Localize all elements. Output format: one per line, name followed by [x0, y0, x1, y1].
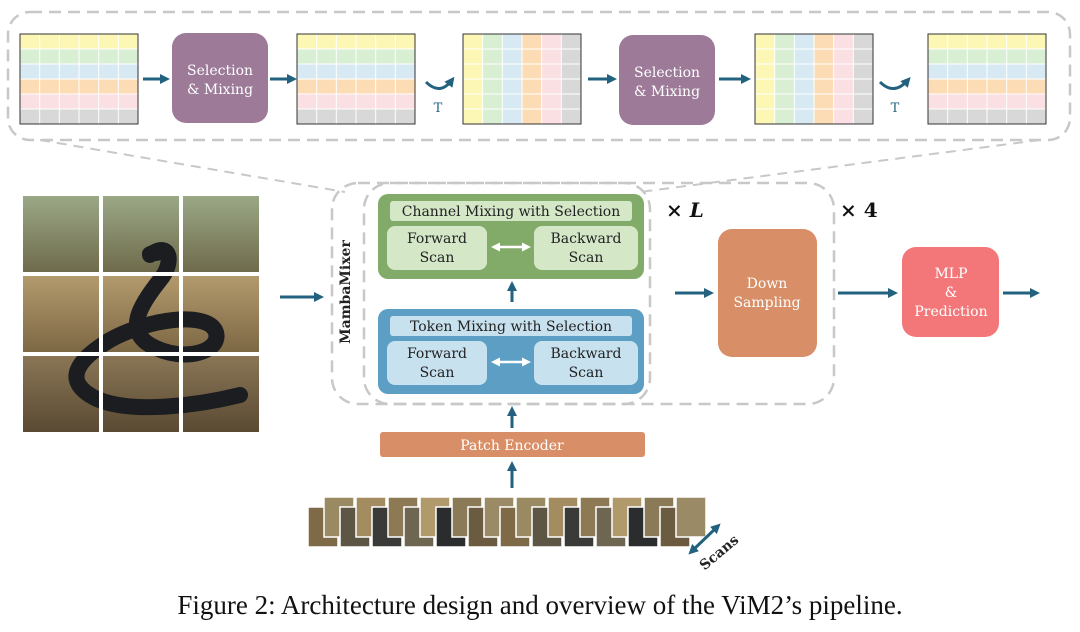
scanned-patch-tile: [675, 496, 707, 538]
transpose-label-2: T: [891, 101, 900, 116]
mlp-prediction-block: [902, 247, 999, 337]
figure-caption: Figure 2: Architecture design and overvi…: [177, 590, 903, 620]
scans-bidirectional-arrow: [688, 523, 721, 555]
patch-gap: [99, 196, 103, 432]
token-matrix-3: [927, 33, 1047, 125]
down-sampling-block: [718, 229, 817, 357]
channel-backward-scan-box: [534, 226, 638, 270]
image-patch: [23, 276, 99, 352]
scanned-patch-tile: [515, 496, 547, 538]
input-image-patches: [23, 196, 259, 432]
patch-gap: [23, 352, 259, 356]
channel-forward-scan-box: [387, 226, 487, 270]
expansion-guide-left: [39, 139, 346, 193]
transpose-label-1: T: [434, 101, 443, 116]
channel-mixing-title-box: [390, 201, 632, 221]
patch-gap: [23, 272, 259, 276]
channel-matrix-2: [754, 33, 874, 125]
image-patch: [103, 356, 179, 432]
token-mixing-title-box: [390, 316, 632, 336]
transpose-arrow-1: [424, 76, 455, 90]
snake-head: [142, 245, 168, 261]
selection-mixing-box-2: [619, 35, 715, 125]
token-matrix-1: [19, 33, 139, 125]
transpose-arrow-2: [878, 76, 911, 90]
patch-gap: [179, 196, 183, 432]
token-matrix-2: [296, 33, 416, 125]
token-backward-scan-box: [534, 341, 638, 385]
channel-mixing-title: Channel Mixing with Selection: [402, 204, 621, 220]
expanded-view-frame: [6, 10, 1072, 142]
mambamixer-side-label: MambaMixer: [338, 240, 354, 344]
architecture-diagram: Selection& Mixing Selection& Mixing T T …: [6, 10, 1072, 574]
patch-encoder-label: Patch Encoder: [460, 438, 564, 454]
selection-mixing-box-1: [172, 33, 268, 123]
selection-mixing-label-1: Selection& Mixing: [187, 63, 253, 98]
patch-encoder-block: [380, 432, 645, 457]
scanned-patch-sequence: [307, 496, 707, 548]
stage-repeat-frame: [330, 181, 836, 406]
snake-silhouette: [68, 242, 248, 416]
selection-mixing-label-2: Selection& Mixing: [634, 65, 700, 100]
mlp-prediction-label: MLP&Prediction: [914, 266, 987, 320]
repeat-L-label: × L: [666, 198, 704, 222]
token-forward-scan-box: [387, 341, 487, 385]
image-patch: [183, 196, 259, 272]
repeat-4-label: × 4: [840, 198, 878, 222]
channel-matrix-1: [462, 33, 582, 125]
image-patch: [23, 196, 99, 272]
token-mixing-title: Token Mixing with Selection: [410, 319, 612, 335]
mamba-mixer-frame: [362, 181, 652, 406]
